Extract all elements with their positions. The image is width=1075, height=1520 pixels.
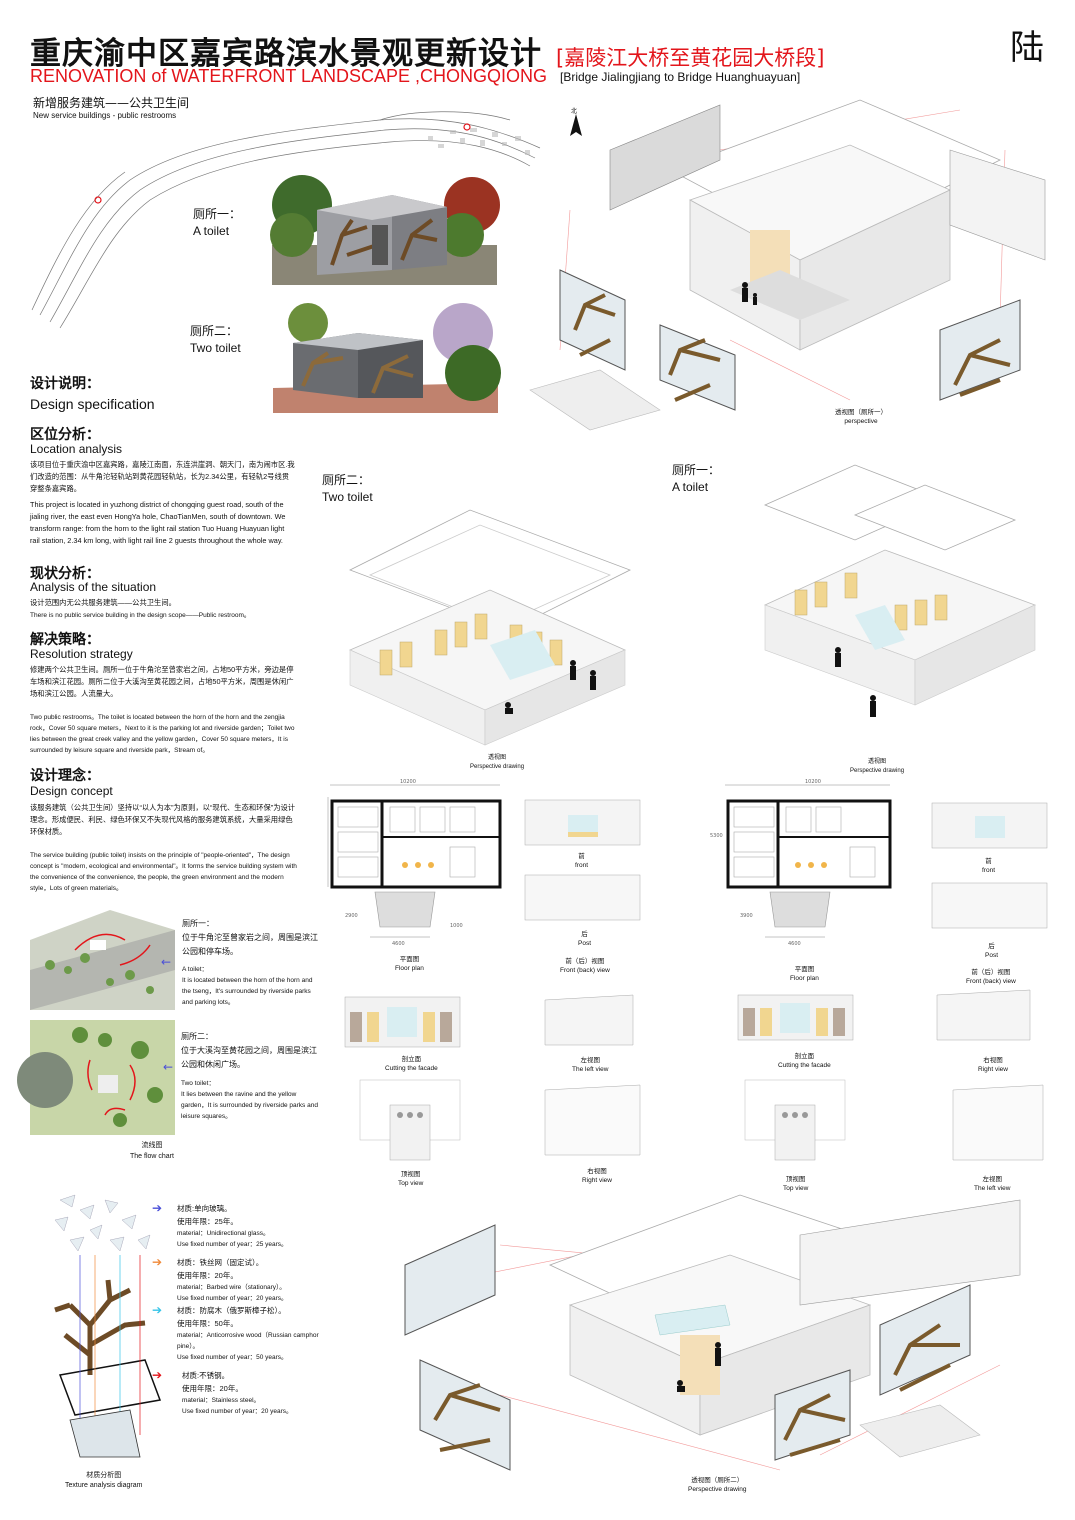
location-body-en: This project is located in yuzhong distr… (30, 500, 286, 545)
north-label: 北 (571, 108, 578, 115)
section-title-en: [Bridge Jialingjiang to Bridge Huanghuay… (560, 70, 801, 84)
flow-toilet-two-en: Two toilet：It lies between the ravine an… (181, 1080, 318, 1120)
right-view-two (544, 1084, 641, 1156)
floor-plan-two: 10200 4600 2900 1000 (327, 779, 502, 947)
dim-s1: 4600 (392, 941, 405, 947)
flow-toilet-one: 厕所一：位于牛角沱至曾家岩之间，周围是滨江公园和停车场。 (182, 919, 318, 956)
strategy-body-en: Two public restrooms。The toilet is locat… (30, 714, 295, 754)
dim-width: 10200 (400, 779, 416, 785)
page-number: 陆 (1010, 28, 1044, 68)
section-title: [嘉陵江大桥至黄花园大桥段] (556, 46, 825, 70)
dim-s4: 2900 (345, 913, 358, 919)
location-heading-en: Location analysis (30, 442, 123, 456)
arrow-left-icon-2: ← (163, 1060, 174, 1074)
persp2-caption: 透视图（厕所二）Perspective drawing (688, 1477, 747, 1493)
strategy-heading: 解决策略： (30, 632, 100, 648)
location-heading: 区位分析： (30, 427, 100, 443)
material-arrow-wire-icon: ➔ (152, 1255, 163, 1269)
concept-heading-en: Design concept (30, 784, 113, 798)
flow-toilet-one-en: A toilet：It is located between the horn … (182, 966, 313, 1006)
material-wire: 材质：铁丝网（固定试）。使用年限：20年。 material：Barbed wi… (177, 1258, 288, 1302)
concept-heading: 设计理念： (30, 768, 100, 784)
service-title: 新增服务建筑——公共卫生间 (33, 96, 190, 110)
flow-map-one (30, 910, 175, 1010)
right-view-one (936, 989, 1031, 1041)
strategy-heading-en: Resolution strategy (30, 647, 133, 661)
front-back-one (931, 802, 1048, 929)
toilet-one-render (270, 175, 500, 285)
texture-diagram (54, 1194, 162, 1458)
flow-map-two (17, 1020, 175, 1135)
dim-s1-one: 4600 (788, 941, 801, 947)
north-arrow-icon (570, 114, 582, 136)
situation-body-en: There is no public service building in t… (30, 612, 251, 619)
exploded-axo-one (763, 464, 1037, 717)
left-view-two (544, 994, 634, 1046)
situation-heading-en: Analysis of the situation (30, 580, 157, 594)
toilet-two-label-mid: 厕所二：Two toilet (322, 473, 373, 504)
material-steel: 材质:不锈钢。使用年限：20年。 material：Stainless stee… (182, 1371, 293, 1415)
top-view-one (744, 1079, 846, 1161)
toilet-two-render (273, 303, 501, 413)
exploded-axo-two (349, 509, 631, 746)
dim-s2-one: 3900 (740, 913, 753, 919)
exploded-perspective-one (529, 99, 1046, 431)
strategy-body-cn: 修建两个公共卫生间。厕所一位于牛角沱至曾家岩之间，占地50平方米，旁边是停车场和… (30, 665, 294, 698)
service-title-en: New service buildings - public restrooms (33, 111, 177, 120)
flow-toilet-two: 厕所二：位于大溪沟至黄花园之间，周围是滨江公园和休闲广场。 (181, 1032, 317, 1069)
persp1-caption: 透视图（厕所一）perspective (835, 409, 887, 425)
concept-body-cn: 该服务建筑（公共卫生间）坚持以“以人为本”为原则，以“现代、生态和环保”为设计理… (30, 803, 296, 836)
dim-s3: 1000 (450, 923, 463, 929)
situation-heading: 现状分析： (30, 566, 100, 582)
page-title-en: RENOVATION of WATERFRONT LANDSCAPE ,CHON… (30, 66, 548, 86)
material-arrow-wood-icon: ➔ (152, 1303, 163, 1317)
exploded-perspective-two (404, 1194, 1021, 1471)
concept-body-en: The service building (public toilet) ins… (30, 852, 297, 892)
spec-heading: 设计说明： (30, 376, 100, 392)
material-wood: 材质：防腐木（俄罗斯樟子松）。使用年限：50年。 material：Antico… (177, 1306, 319, 1361)
left-view-one (952, 1084, 1044, 1161)
dim-height-one: 5300 (710, 833, 723, 839)
arrow-left-icon: ← (161, 955, 172, 969)
material-glass: 材质:单向玻璃。使用年限：25年。 material：Unidirectiona… (177, 1204, 288, 1248)
site-map (31, 111, 541, 329)
floor-plan-one: 10200 5300 4600 3900 (710, 779, 892, 947)
location-body-cn: 该项目位于重庆渝中区嘉宾路，嘉陵江南面，东连洪崖洞、朝天门，南为闹市区.我们改造… (30, 460, 295, 493)
situation-body-cn: 设计范围内无公共服务建筑——公共卫生间。 (30, 598, 176, 607)
cut-facade-two (344, 996, 461, 1048)
dim-width-one: 10200 (805, 779, 821, 785)
toilet-two-label: 厕所二：Two toilet (190, 324, 241, 355)
toilet-one-label: 厕所一：A toilet (193, 207, 242, 238)
toilet-one-label-mid: 厕所一：A toilet (672, 463, 721, 494)
material-arrow-glass-icon: ➔ (152, 1201, 163, 1215)
spec-heading-en: Design specification (30, 396, 155, 412)
top-view-two (359, 1079, 461, 1161)
material-arrow-steel-icon: ➔ (152, 1368, 163, 1382)
front-back-two (524, 799, 641, 921)
page-title: 重庆渝中区嘉宾路滨水景观更新设计 (30, 36, 542, 72)
cut-facade-one (737, 994, 854, 1041)
